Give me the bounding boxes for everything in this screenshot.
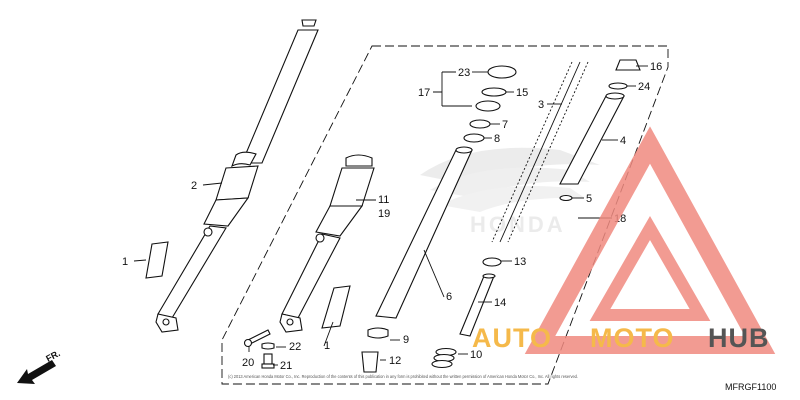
callout-9: 9 [403,334,409,346]
part-15-stop-ring [481,87,507,97]
callout-12: 12 [389,355,401,367]
part-1-guard-pad-right [321,285,351,329]
part-13-piston-ring [482,257,502,267]
assembly-outline [221,45,669,385]
callout-22: 22 [289,341,301,353]
part-2-fork-assembly [155,19,319,333]
part-20-bolt [243,329,271,348]
callout-3: 3 [538,99,544,111]
part-21-drain-bolt [261,353,275,369]
part-16-fork-bolt [615,59,641,71]
part-17-oil-seal [475,100,501,112]
callout-labels: 1 2 11 19 1 22 20 21 6 9 12 17 23 15 7 8… [122,61,662,372]
part-9-slide-bushing [367,327,389,339]
callout-5: 5 [586,193,592,205]
part-4-spacer [559,92,625,185]
part-24-o-ring [608,82,628,90]
copyright-text: (c) 2013 American Honda Motor Co., Inc. … [228,374,578,379]
svg-text:HONDA: HONDA [470,212,566,237]
automotohub-logo-icon [524,126,776,354]
callout-7: 7 [502,119,508,131]
part-10-rebound-spring [431,347,457,369]
callout-1a: 1 [122,256,128,268]
part-7-back-up-ring [469,119,491,129]
watermark-part3: HUB [708,323,770,353]
callout-6: 6 [446,291,452,303]
callout-11: 11 [378,194,389,206]
callout-16: 16 [650,61,662,73]
callout-14: 14 [494,297,506,309]
diagram-code: MFRGF1100 [725,382,776,392]
part-6-inner-tube [375,146,473,319]
callout-23: 23 [458,67,470,79]
watermark-part2: MOTO [590,323,675,353]
automotohub-watermark: AUTO MOTO HUB [472,323,770,353]
callout-4: 4 [620,135,626,147]
callout-10: 10 [470,349,482,361]
part-5-spring-seat [559,194,573,202]
watermark-part1: AUTO [472,323,552,353]
part-3-fork-spring [491,61,589,243]
part-8-guide-bushing [463,133,485,143]
part-11-fork-slider [279,154,375,333]
part-22-washer [261,342,275,350]
callout-19: 19 [378,208,390,220]
callout-8: 8 [494,133,500,145]
part-1-guard-pad-left [145,241,169,279]
front-direction-arrow-icon: FR. [17,348,62,384]
direction-label: FR. [44,348,61,364]
callout-20: 20 [242,357,254,369]
part-14-damper-rod [459,273,496,337]
callout-1b: 1 [324,340,330,352]
part-12-oil-lock-piece [361,351,379,373]
leader-lines [133,65,648,366]
part-23-dust-seal [487,65,517,79]
callout-17: 17 [418,87,430,99]
callout-15: 15 [516,87,528,99]
callout-21: 21 [280,360,292,372]
callout-13: 13 [514,256,526,268]
callout-24: 24 [638,81,650,93]
callout-2: 2 [191,180,197,192]
